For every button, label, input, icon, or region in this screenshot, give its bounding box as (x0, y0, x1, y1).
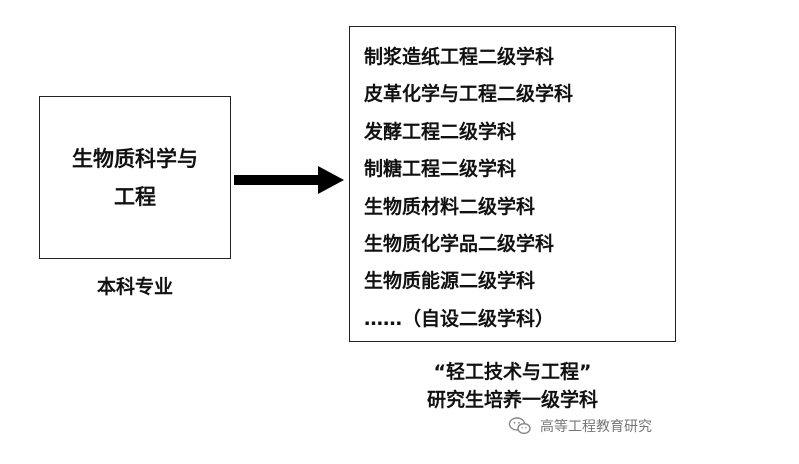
undergraduate-major-name: 生物质科学与 工程 (60, 140, 210, 216)
wechat-icon (508, 417, 531, 435)
list-item: 生物质化学品二级学科 (364, 233, 555, 256)
list-item: ……（自设二级学科） (364, 307, 555, 330)
caption-line-1: “轻工技术与工程” (433, 361, 592, 383)
graduate-discipline-caption: “轻工技术与工程” 研究生培养一级学科 (349, 358, 676, 414)
list-item: 制糖工程二级学科 (364, 158, 517, 181)
right-arrow-icon (234, 166, 344, 194)
undergraduate-major-caption: 本科专业 (96, 276, 173, 298)
list-item: 生物质材料二级学科 (364, 195, 536, 218)
undergraduate-major-box: 生物质科学与 工程 (39, 96, 231, 259)
list-item: 发酵工程二级学科 (364, 120, 517, 143)
watermark: 高等工程教育研究 (508, 416, 652, 436)
list-item: 皮革化学与工程二级学科 (364, 83, 574, 106)
watermark-text: 高等工程教育研究 (540, 419, 652, 435)
major-name-line-2: 工程 (114, 184, 156, 209)
list-item: 生物质能源二级学科 (364, 270, 536, 293)
major-name-line-1: 生物质科学与 (72, 146, 198, 171)
graduate-discipline-box: 制浆造纸工程二级学科 皮革化学与工程二级学科 发酵工程二级学科 制糖工程二级学科… (349, 26, 676, 342)
caption-line-2: 研究生培养一级学科 (426, 389, 598, 411)
list-item: 制浆造纸工程二级学科 (364, 46, 555, 68)
